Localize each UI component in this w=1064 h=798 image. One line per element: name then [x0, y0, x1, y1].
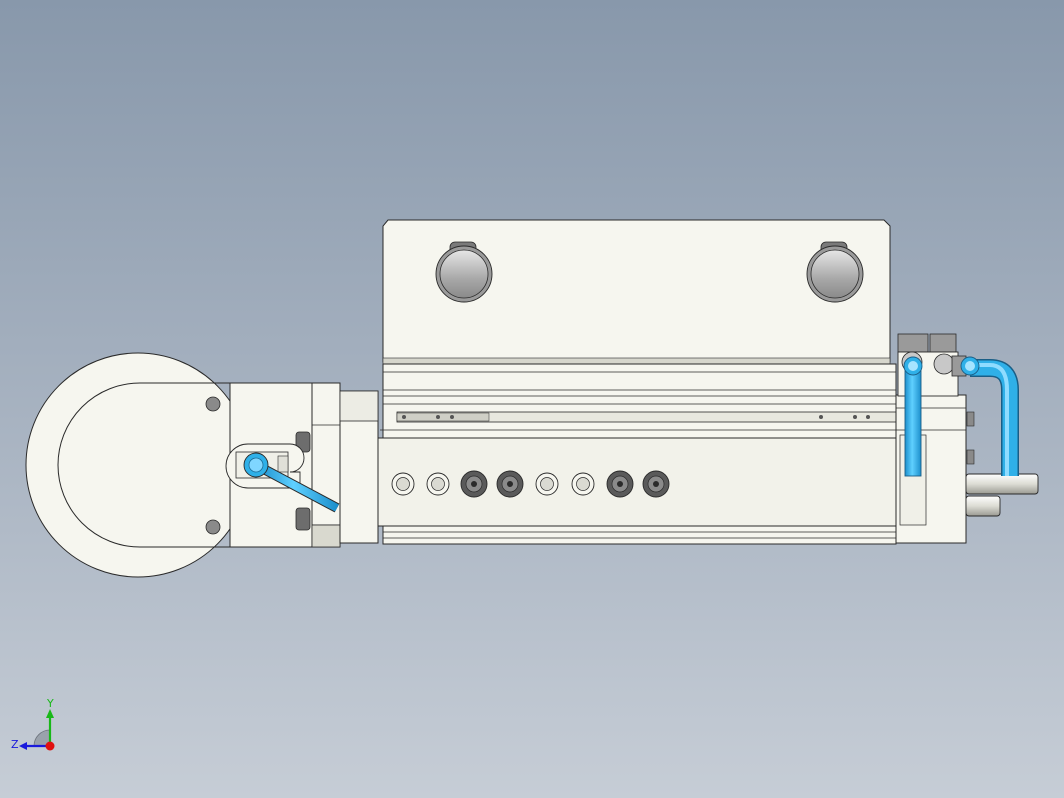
air-tube-rotary [243, 452, 340, 513]
end-screw-bottom [966, 449, 975, 465]
z-axis-arrowhead [19, 742, 27, 750]
end-screw-top [966, 411, 975, 427]
orientation-triad[interactable]: Y Z [8, 696, 68, 756]
linear-slide-body [377, 363, 897, 545]
carriage-screw-3 [460, 470, 488, 498]
clamp-knob-left [435, 241, 493, 303]
clamp-knob-right [806, 241, 864, 303]
piston-rods [965, 473, 1039, 517]
air-tube-vertical [903, 356, 923, 477]
carriage-screw-5 [535, 472, 559, 496]
air-tube-elbow [960, 356, 1019, 476]
rotary-wheel [25, 352, 251, 578]
rotary-actuator-housing [225, 382, 341, 548]
z-axis-label: Z [11, 738, 19, 751]
carriage-screw-4 [496, 470, 524, 498]
carriage-screw-6 [571, 472, 595, 496]
x-axis-dot [45, 741, 55, 751]
carriage-screw-8 [642, 470, 670, 498]
carriage-screw-2 [426, 472, 450, 496]
y-axis-label: Y [46, 697, 54, 710]
wheel-screw-top [205, 396, 221, 412]
carriage-screw-1 [391, 472, 415, 496]
adapter-plate [339, 390, 379, 544]
y-axis-arrowhead [46, 709, 54, 718]
wheel-screw-bottom [205, 519, 221, 535]
carriage-screw-7 [606, 470, 634, 498]
carriage-screws [391, 470, 670, 498]
housing-stop-bolt-bottom [295, 507, 311, 531]
